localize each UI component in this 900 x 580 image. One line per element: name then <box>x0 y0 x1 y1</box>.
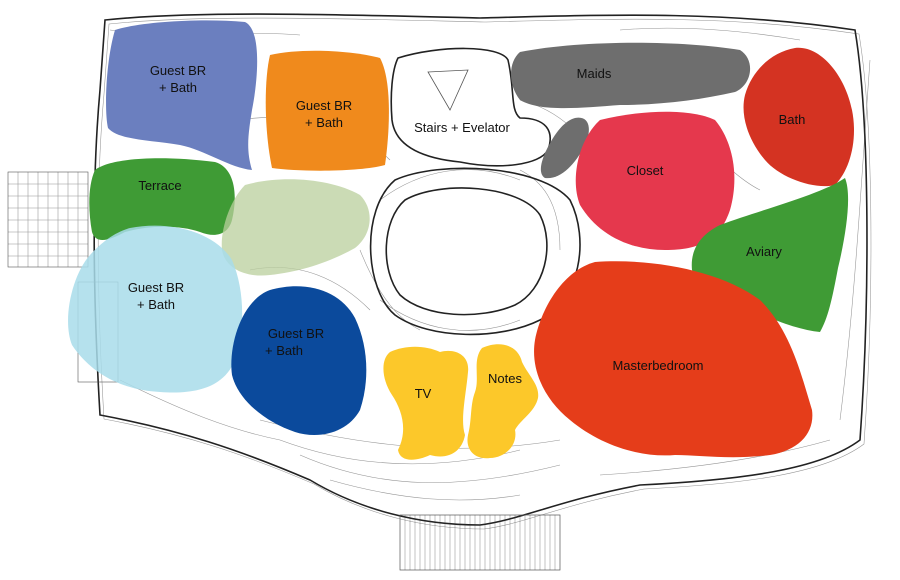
terrace-label: Terrace <box>138 178 181 193</box>
tv-zone <box>383 346 469 460</box>
guest-room-4-label: Guest BR+ Bath <box>265 326 324 358</box>
closet-zone <box>575 111 735 250</box>
guest-room-1-zone <box>106 20 258 170</box>
guest-room-3-label: Guest BR+ Bath <box>128 280 184 312</box>
maids-zone <box>511 42 751 109</box>
stairs-elevator-label: Stairs + Evelator <box>414 120 510 135</box>
aviary-label: Aviary <box>746 244 782 259</box>
closet-label: Closet <box>627 163 664 178</box>
building-mesh <box>7 13 872 571</box>
guest-room-2-label: Guest BR+ Bath <box>296 98 352 130</box>
masterbedroom-label: Masterbedroom <box>612 358 703 373</box>
green-zone <box>221 179 370 276</box>
guest-room-2-zone <box>265 50 389 171</box>
guest-room-3-zone <box>68 225 243 393</box>
guest-room-4-zone <box>231 286 367 436</box>
masterbedroom-zone <box>534 261 813 458</box>
maids-label: Maids <box>577 66 612 81</box>
notes-zone <box>467 344 539 459</box>
bath-zone <box>743 47 855 187</box>
grey-strip-zone <box>540 117 589 179</box>
terrace-zone <box>89 158 235 240</box>
guest-room-1-label: Guest BR+ Bath <box>150 63 206 95</box>
tv-label: TV <box>415 386 432 401</box>
bath-label: Bath <box>779 112 806 127</box>
notes-label: Notes <box>488 371 522 386</box>
